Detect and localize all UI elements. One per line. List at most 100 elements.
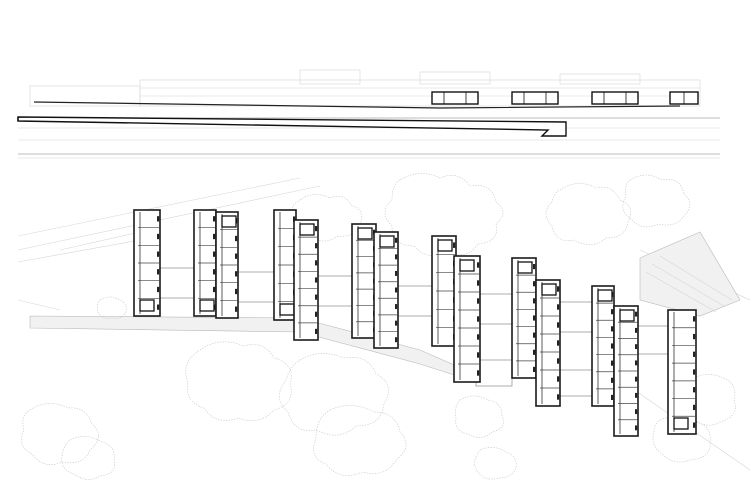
window-slot [611, 326, 614, 332]
window-slot [693, 422, 696, 428]
window-slot [693, 351, 696, 357]
window-slot [533, 264, 536, 270]
window-slot [453, 242, 456, 248]
window-slot [315, 311, 318, 317]
window-slot [235, 306, 238, 312]
stair-core [597, 289, 613, 302]
window-slot [533, 298, 536, 304]
elevation-pavilion [591, 91, 639, 105]
window-slot [533, 366, 536, 372]
stair-core [541, 283, 557, 296]
window-slot [315, 243, 318, 249]
window-slot [693, 369, 696, 375]
elevation-ramp [17, 101, 681, 137]
pavilion-bars [133, 209, 697, 437]
window-slot [213, 233, 216, 240]
window-slot [635, 327, 638, 333]
bar-outline [511, 257, 537, 379]
window-slot [557, 340, 560, 346]
stair-core [379, 235, 395, 248]
window-slot [477, 298, 480, 304]
stair-core [619, 309, 635, 322]
window-slot [395, 270, 398, 276]
window-slot [395, 254, 398, 260]
elevation-pavilion [511, 91, 559, 105]
stair-core [279, 303, 295, 316]
stair-core [139, 299, 155, 312]
window-slot [477, 334, 480, 340]
bar-outline [535, 279, 561, 407]
pavilion-bar [293, 219, 319, 341]
bar-outline [373, 231, 399, 349]
pavilion-bar [613, 305, 639, 437]
pavilion-bar [373, 231, 399, 349]
window-slot [235, 288, 238, 295]
stair-core [437, 239, 453, 252]
window-slot [157, 269, 160, 275]
window-slot [635, 392, 638, 398]
window-slot [213, 251, 216, 257]
window-slot [533, 281, 536, 287]
window-slot [315, 277, 318, 283]
window-slot [235, 235, 238, 242]
window-slot [395, 320, 398, 326]
pavilion-bar [351, 223, 377, 339]
window-slot [533, 349, 536, 355]
stair-core [517, 261, 533, 274]
window-slot [395, 287, 398, 293]
bar-outline [293, 219, 319, 341]
window-slot [157, 251, 160, 257]
window-slot [635, 311, 638, 317]
window-slot [315, 328, 318, 334]
window-slot [635, 360, 638, 366]
window-slot [557, 304, 560, 310]
window-slot [213, 286, 216, 293]
window-slot [611, 360, 614, 366]
window-slot [315, 226, 318, 232]
pavilion-bar [133, 209, 161, 317]
window-slot [557, 286, 560, 292]
window-slot [557, 358, 560, 364]
stair-core [199, 299, 215, 312]
bar-outline [453, 255, 481, 383]
window-slot [635, 425, 638, 431]
pavilion-bar [193, 209, 217, 317]
bar-outline [667, 309, 697, 435]
window-slot [533, 315, 536, 321]
window-slot [213, 216, 216, 222]
window-slot [693, 404, 696, 411]
window-slot [315, 260, 318, 266]
stair-core [299, 223, 315, 236]
window-slot [635, 344, 638, 350]
window-slot [611, 309, 614, 315]
window-slot [557, 322, 560, 328]
bar-outline [591, 285, 615, 407]
window-slot [477, 262, 480, 268]
window-slot [157, 286, 160, 293]
pavilion-bar [535, 279, 561, 407]
elevation-view [17, 69, 720, 159]
window-slot [157, 233, 160, 240]
window-slot [693, 316, 696, 322]
window-slot [395, 237, 398, 243]
stair-core [459, 259, 475, 272]
site-plan-view [17, 173, 750, 480]
window-slot [157, 216, 160, 222]
elevation-pavilions [431, 91, 699, 105]
window-slot [557, 394, 560, 400]
bar-outline [351, 223, 377, 339]
window-slot [395, 304, 398, 310]
pavilion-bar [511, 257, 537, 379]
window-slot [293, 216, 296, 222]
window-slot [693, 387, 696, 393]
elevation-pavilion [431, 91, 479, 105]
window-slot [213, 269, 216, 275]
elevation-pavilion [669, 91, 699, 105]
window-slot [477, 316, 480, 322]
pavilion-bar [431, 235, 457, 347]
window-slot [395, 337, 398, 343]
window-slot [477, 352, 480, 358]
window-slot [611, 394, 614, 400]
pavilion-bar [273, 209, 297, 321]
